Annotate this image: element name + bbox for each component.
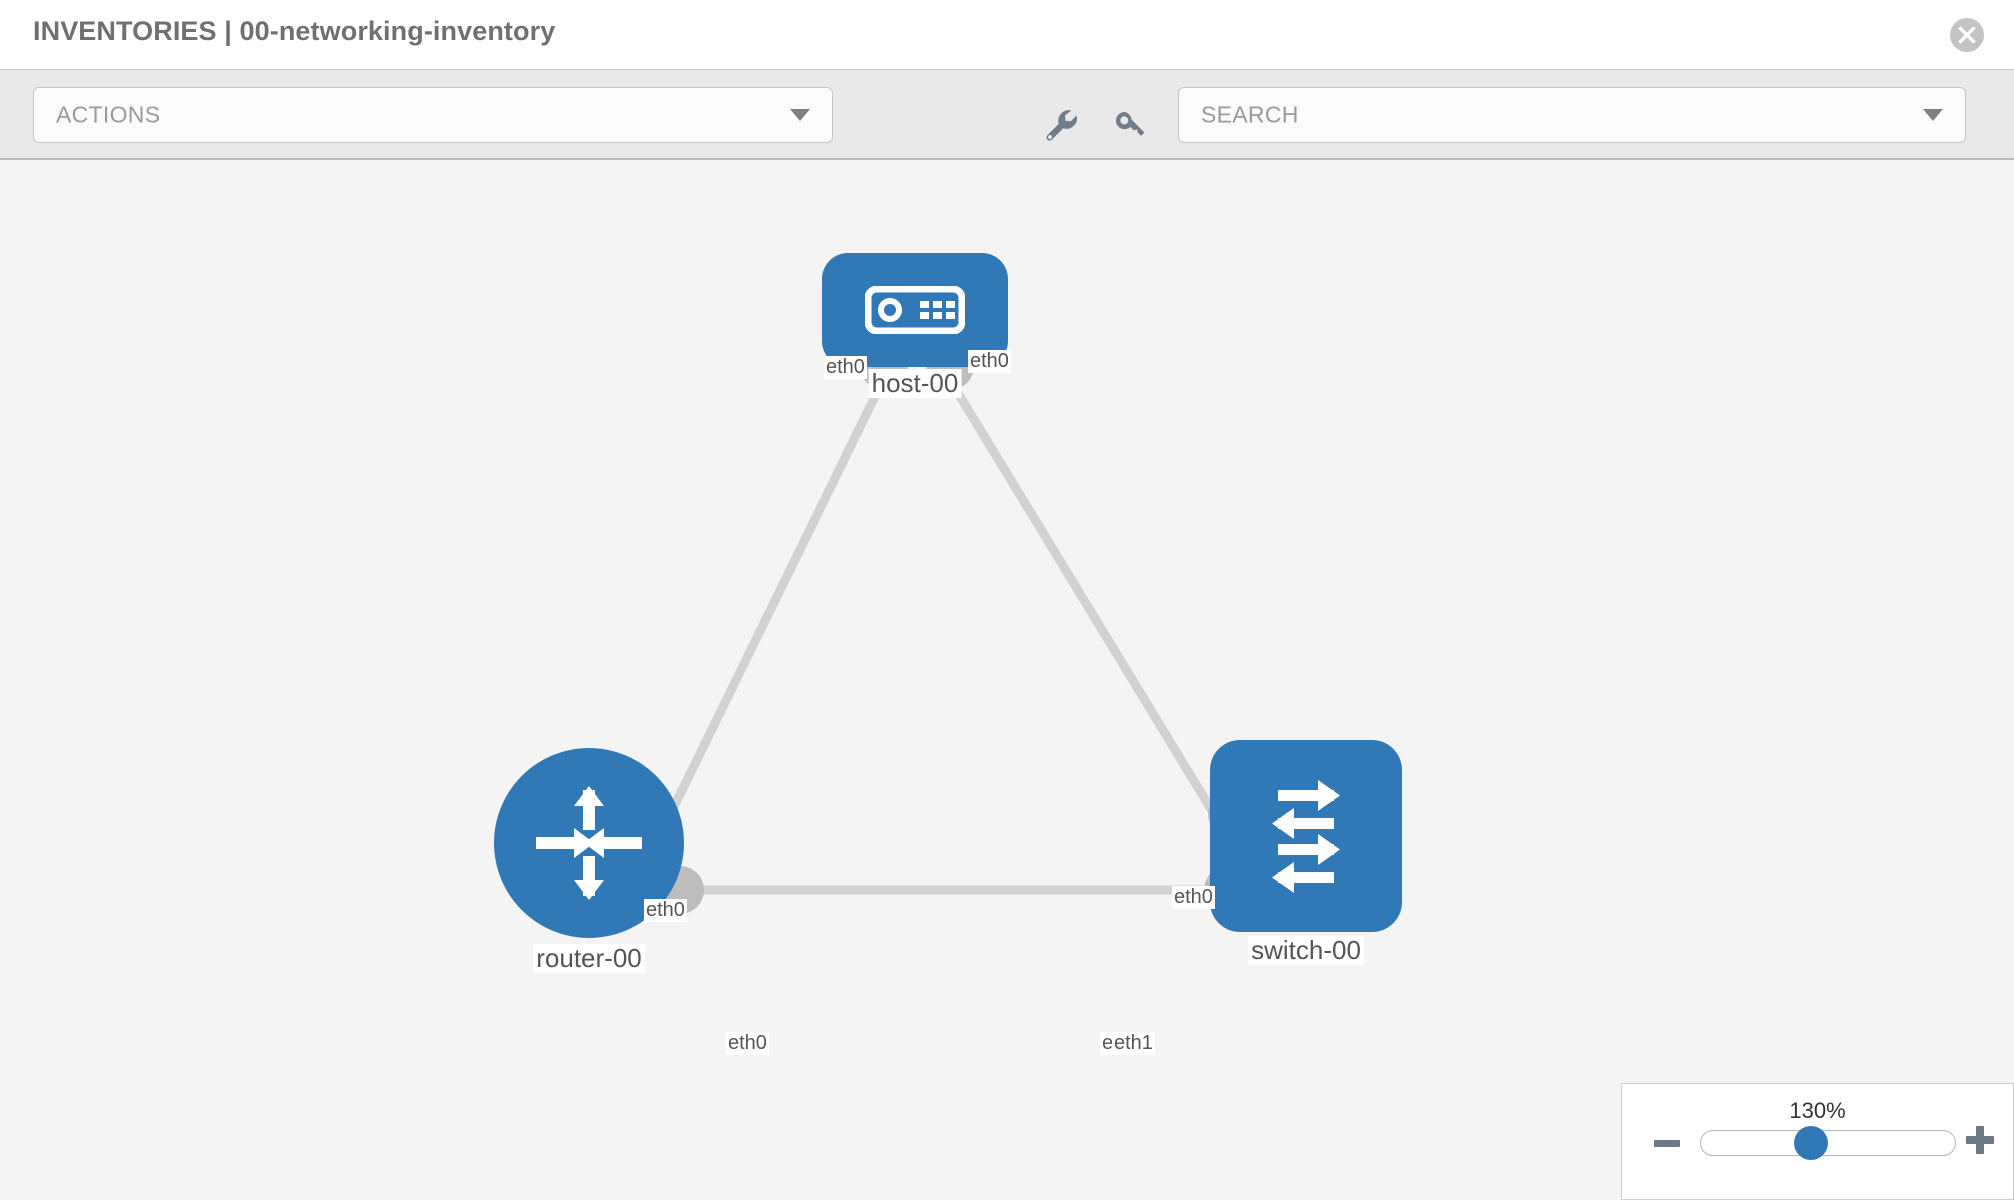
switch00-shape[interactable] — [1210, 740, 1402, 932]
close-icon[interactable] — [1950, 18, 1984, 52]
host00-label: host-00 — [868, 369, 962, 398]
chevron-down-icon — [1923, 109, 1943, 121]
search-placeholder: SEARCH — [1201, 101, 1299, 128]
link-host00-switch00[interactable] — [940, 367, 1246, 863]
link-host00-router00[interactable] — [635, 368, 893, 878]
iface-label-router00-up: eth0 — [644, 899, 687, 922]
iface-label-host00-left: eth0 — [824, 356, 867, 379]
iface-label-switch00-left: eth1 — [1112, 1032, 1155, 1055]
iface-label-switch00-up: eth0 — [1172, 886, 1215, 909]
chevron-down-icon — [790, 109, 810, 121]
zoom-level-value: 130% — [1789, 1098, 1846, 1123]
router00-shape[interactable] — [494, 748, 684, 938]
key-icon[interactable] — [1108, 103, 1150, 145]
topology-node-host-00[interactable]: host-00 — [822, 253, 1008, 398]
iface-label-host00-right: eth0 — [968, 350, 1011, 373]
page-header: INVENTORIES | 00-networking-inventory — [0, 0, 2014, 70]
host00-shape[interactable] — [822, 253, 1008, 367]
server-device-icon — [865, 286, 965, 334]
actions-dropdown-label: ACTIONS — [56, 101, 161, 128]
zoom-slider-handle[interactable] — [1794, 1126, 1828, 1160]
page-title: INVENTORIES | 00-networking-inventory — [33, 16, 556, 46]
toolbar: ACTIONS SEARCH — [0, 70, 2014, 160]
wrench-icon[interactable] — [1040, 103, 1082, 145]
switch00-label: switch-00 — [1248, 936, 1364, 965]
router00-label: router-00 — [533, 944, 645, 973]
iface-label-router00-right: eth0 — [726, 1032, 769, 1055]
topology-node-switch-00[interactable]: switch-00 — [1210, 740, 1402, 965]
router-arrows-icon — [536, 786, 642, 900]
zoom-control-panel: 130% — [1621, 1083, 2014, 1200]
zoom-in-button[interactable] — [1966, 1126, 1994, 1154]
topology-canvas[interactable]: host-00 eth0 eth0 — [0, 160, 2014, 1200]
zoom-out-button[interactable] — [1654, 1140, 1680, 1147]
topology-node-router-00[interactable]: router-00 — [494, 748, 684, 973]
actions-dropdown[interactable]: ACTIONS — [33, 87, 833, 143]
search-input[interactable]: SEARCH — [1178, 87, 1966, 143]
switch-arrows-icon — [1272, 780, 1340, 893]
zoom-slider-track[interactable] — [1700, 1130, 1956, 1156]
